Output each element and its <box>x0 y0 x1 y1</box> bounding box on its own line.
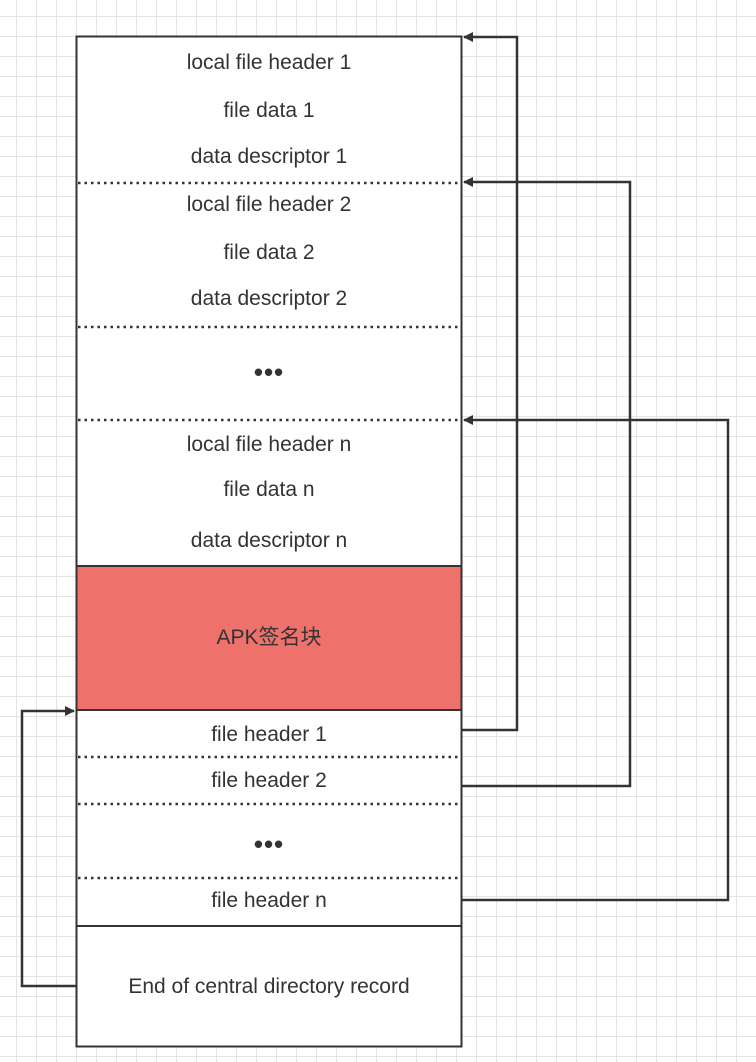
arrow-header1-to-entry1 <box>462 32 519 732</box>
file-data-1-label: file data 1 <box>223 99 315 122</box>
arrow-headern-to-entryn <box>462 415 730 902</box>
central-file-header-1-label: file header 1 <box>211 723 327 746</box>
entries-ellipsis: ••• <box>253 357 285 387</box>
central-directory-section: file header 1 file header 2 ••• file hea… <box>77 710 461 926</box>
data-descriptor-1-label: data descriptor 1 <box>190 145 348 168</box>
local-file-header-n-label: local file header n <box>186 433 352 456</box>
central-directory-ellipsis: ••• <box>253 829 285 859</box>
local-file-entries-section: local file header 1 file data 1 data des… <box>77 36 461 566</box>
eocd-label: End of central directory record <box>128 975 410 998</box>
data-descriptor-n-label: data descriptor n <box>190 529 348 552</box>
local-file-header-1-label: local file header 1 <box>186 51 352 74</box>
central-file-header-n-label: file header n <box>211 889 327 912</box>
apk-signing-block-label: APK签名块 <box>216 626 322 649</box>
eocd-section: End of central directory record <box>77 926 461 1046</box>
structure-outline <box>75 35 463 1048</box>
arrow-header2-to-entry2 <box>462 177 632 788</box>
file-data-2-label: file data 2 <box>223 241 315 264</box>
arrow-eocd-to-central-directory <box>20 706 76 988</box>
apk-signing-block: APK签名块 <box>77 566 461 710</box>
data-descriptor-2-label: data descriptor 2 <box>190 287 348 310</box>
central-file-header-2-label: file header 2 <box>211 769 327 792</box>
local-file-header-2-label: local file header 2 <box>186 193 352 216</box>
file-data-n-label: file data n <box>223 478 315 501</box>
